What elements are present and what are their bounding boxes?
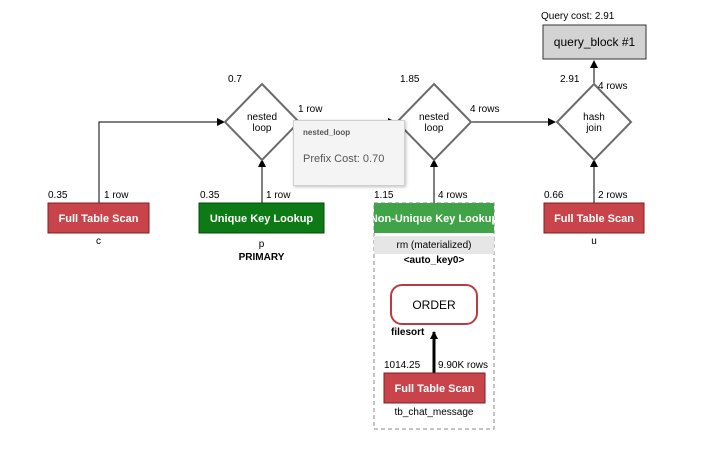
table-rm-node[interactable]: Non-Unique Key Lookup xyxy=(370,203,499,233)
table-tb-operation: Full Table Scan xyxy=(395,383,475,395)
nested-loop-tooltip: nested_loop Prefix Cost: 0.70 xyxy=(293,120,405,186)
nested-loop-1-cost: 0.7 xyxy=(228,74,242,85)
nested-loop-2-rows: 4 rows xyxy=(470,104,499,115)
table-rm-operation: Non-Unique Key Lookup xyxy=(370,213,499,225)
table-c-operation: Full Table Scan xyxy=(59,213,139,225)
hash-join-label-line2: join xyxy=(585,123,602,134)
query-cost-label: Query cost: 2.91 xyxy=(541,11,615,22)
nested-loop-2-label-line1: nested xyxy=(419,112,449,123)
hash-join-rows: 4 rows xyxy=(598,81,627,92)
nested-loop-1-label-line2: loop xyxy=(253,123,272,134)
hash-join[interactable]: hash join xyxy=(555,82,633,162)
tooltip-body: Prefix Cost: 0.70 xyxy=(303,153,385,165)
table-rm-rows: 4 rows xyxy=(438,190,467,201)
table-tb-rows: 9.90K rows xyxy=(438,360,488,371)
nested-loop-1-label-line1: nested xyxy=(247,112,277,123)
nested-loop-1[interactable]: nested loop xyxy=(223,82,301,162)
table-p-cost: 0.35 xyxy=(200,190,220,201)
table-c-node[interactable]: Full Table Scan xyxy=(47,202,150,234)
table-u-operation: Full Table Scan xyxy=(554,213,634,225)
query-block-box[interactable] xyxy=(542,24,647,60)
edge-c-to-nested-loop-1 xyxy=(98,118,225,203)
table-rm-name: rm (materialized) xyxy=(396,240,471,251)
table-rm-cost: 1.15 xyxy=(374,190,394,201)
nested-loop-2-cost: 1.85 xyxy=(400,74,420,85)
table-c-rows: 1 row xyxy=(104,190,129,201)
hash-join-cost: 2.91 xyxy=(560,74,580,85)
order-sort-type: filesort xyxy=(391,327,425,338)
table-p-node[interactable]: Unique Key Lookup xyxy=(198,202,325,234)
nested-loop-2[interactable]: nested loop xyxy=(395,82,473,162)
table-tb-cost: 1014.25 xyxy=(384,360,421,371)
table-c-cost: 0.35 xyxy=(48,190,68,201)
table-rm-key: <auto_key0> xyxy=(404,255,465,266)
tooltip-title: nested_loop xyxy=(303,128,351,137)
table-tb-node[interactable]: Full Table Scan xyxy=(383,372,486,404)
table-p-rows: 1 row xyxy=(266,190,291,201)
nested-loop-1-rows: 1 row xyxy=(298,104,323,115)
table-u-name: u xyxy=(591,236,597,247)
materialized-header xyxy=(374,236,494,254)
query-block-label: query_block #1 xyxy=(554,35,636,49)
table-p-name: p xyxy=(259,239,265,250)
table-tb-name: tb_chat_message xyxy=(395,407,474,418)
table-u-node[interactable]: Full Table Scan xyxy=(543,202,645,234)
order-node[interactable]: ORDER xyxy=(390,284,478,325)
table-u-rows: 2 rows xyxy=(598,190,627,201)
hash-join-label-line1: hash xyxy=(583,112,605,123)
table-u-cost: 0.66 xyxy=(544,190,564,201)
table-p-key: PRIMARY xyxy=(239,252,285,263)
nested-loop-2-label-line2: loop xyxy=(425,123,444,134)
order-label: ORDER xyxy=(412,298,456,312)
table-p-operation: Unique Key Lookup xyxy=(210,213,314,225)
table-c-name: c xyxy=(96,236,101,247)
